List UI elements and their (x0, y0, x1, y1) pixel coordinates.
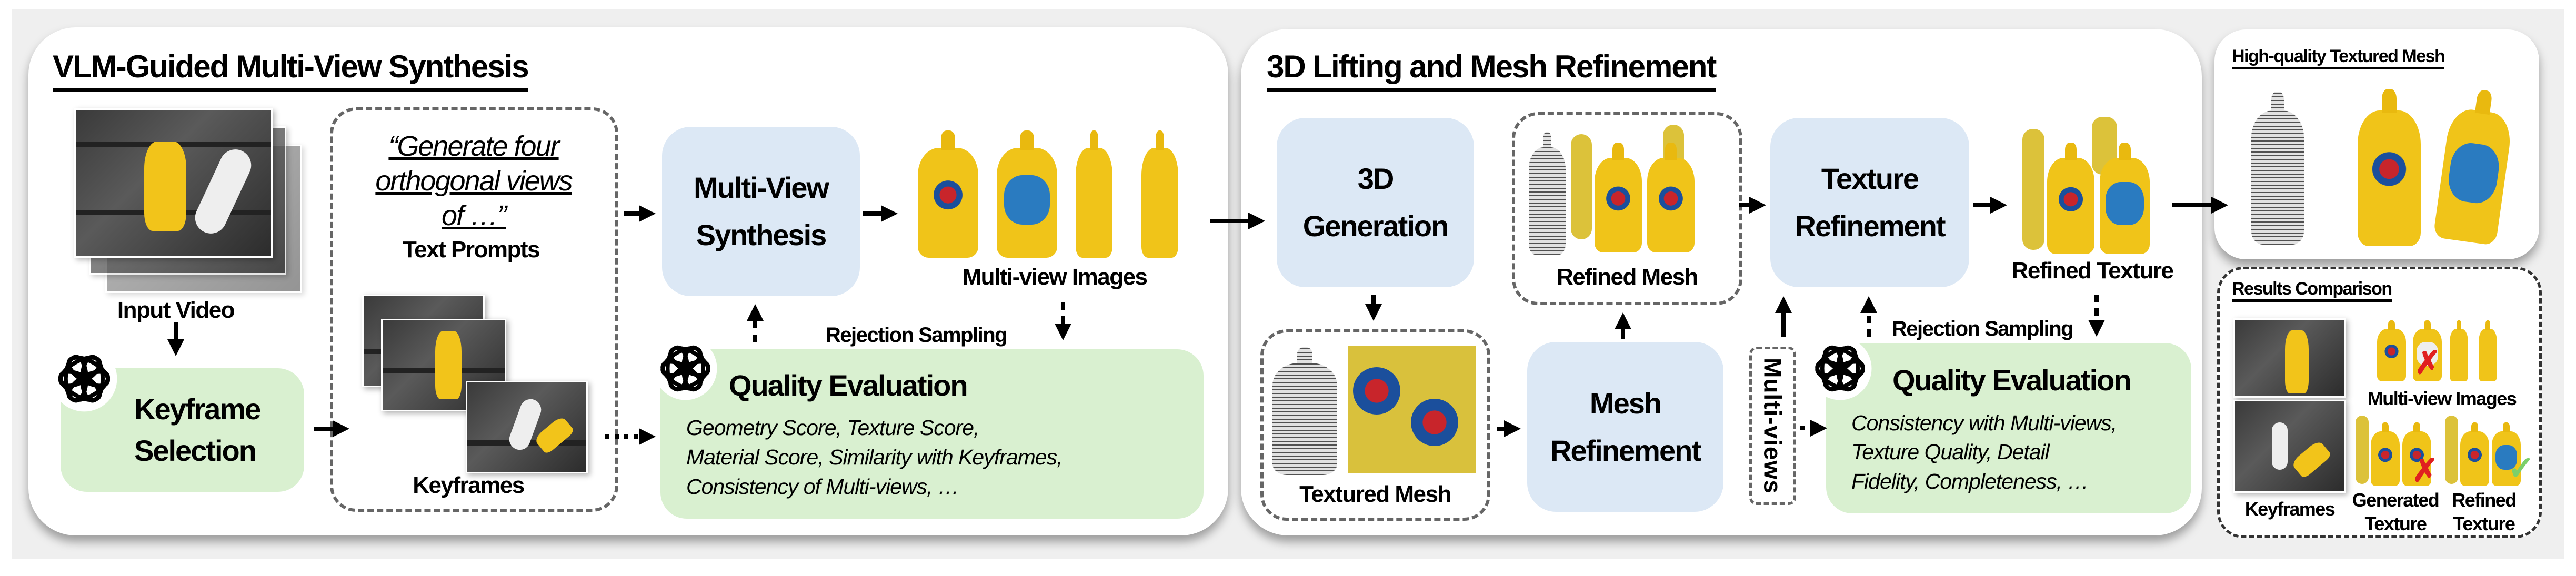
results-multiview-label: Multi-view Images (2367, 388, 2517, 409)
keyframe-selection-line2: Selection (134, 433, 257, 467)
texture-refinement-line1: Texture (1821, 162, 1919, 196)
generated-texture-label: Generated Texture (2352, 488, 2440, 535)
mesh-refinement-box: Mesh Refinement (1527, 342, 1723, 512)
refined-mesh-texture (1647, 143, 1695, 252)
refined-texture-image (2460, 422, 2489, 486)
panel-title: VLM-Guided Multi-View Synthesis (53, 48, 529, 92)
multi-views-input: Multi-views (1749, 347, 1796, 505)
generated-texture-line1: Generated (2352, 489, 2440, 511)
refined-texture-image (2022, 129, 2044, 250)
quality-evaluation-title: Quality Evaluation (1892, 363, 2132, 397)
quality-criteria-line: Consistency with Multi-views, (1851, 411, 2117, 435)
refined-mesh-wireframe (1529, 132, 1566, 255)
coarse-mesh (1272, 347, 1337, 475)
check-mark-icon: ✓ (2508, 450, 2535, 487)
multi-view-images-label: Multi-view Images (962, 264, 1148, 290)
generated-texture-image (2371, 422, 2400, 486)
multi-view-synthesis-box: Multi-View Synthesis (662, 127, 860, 296)
panel-title: 3D Lifting and Mesh Refinement (1267, 48, 1717, 92)
final-textured-mesh-front (2358, 88, 2421, 246)
prompt-line: of …” (441, 200, 507, 231)
results-multiview-bottle (2479, 320, 2497, 381)
refined-texture-line2: Texture (2453, 513, 2515, 534)
prompt-line: orthogonal views (375, 165, 573, 197)
generated-texture-line2: Texture (2364, 513, 2427, 534)
bottle-back-view (997, 130, 1057, 258)
textured-mesh-label: Textured Mesh (1299, 481, 1451, 507)
generated-texture-image (2402, 422, 2431, 486)
refined-texture-line1: Refined (2452, 489, 2517, 511)
3d-generation-box: 3D Generation (1277, 118, 1474, 287)
input-video-label: Input Video (117, 297, 235, 323)
texture-refinement-box: Texture Refinement (1770, 118, 1969, 287)
bottle-side-view (1141, 130, 1178, 258)
rejection-sampling-label: Rejection Sampling (1891, 317, 2074, 340)
results-multiview-bottle (2450, 320, 2468, 381)
mesh-refinement-line2: Refinement (1550, 433, 1701, 467)
refined-mesh-label: Refined Mesh (1556, 264, 1699, 290)
quality-evaluation-title: Quality Evaluation (729, 369, 968, 402)
texture-refinement-line2: Refinement (1795, 209, 1946, 242)
prompts-keyframes-group (330, 107, 618, 512)
panel-title: High-quality Textured Mesh (2232, 46, 2445, 69)
bottle-front-view (918, 130, 978, 258)
results-keyframe-image (2233, 400, 2346, 493)
cross-mark-icon: ✗ (2412, 453, 2439, 488)
openai-logo-icon (1808, 337, 1872, 400)
refined-mesh-texture (1571, 134, 1592, 239)
input-video-frame (74, 108, 273, 258)
refined-texture-label: Refined Texture (2452, 488, 2517, 535)
3d-generation-line2: Generation (1302, 209, 1449, 242)
multi-view-synthesis-line2: Synthesis (696, 218, 827, 251)
quality-criteria-line: Fidelity, Completeness, … (1851, 469, 2089, 493)
refined-mesh-group (1512, 112, 1742, 305)
refined-texture-image (2445, 416, 2458, 484)
final-mesh-wireframe (2251, 92, 2304, 245)
refined-texture-image (2047, 142, 2094, 254)
keyframe-image (466, 381, 588, 473)
results-multiview-bottle (2413, 320, 2442, 381)
quality-criteria-line: Geometry Score, Texture Score, (686, 416, 979, 440)
quality-criteria-line: Texture Quality, Detail (1851, 440, 2050, 464)
3d-generation-line1: 3D (1357, 162, 1395, 196)
refined-texture-image (2492, 422, 2521, 486)
cross-mark-icon: ✗ (2414, 345, 2441, 380)
results-multiview-bottle (2377, 320, 2406, 381)
textured-mesh-group (1260, 329, 1490, 521)
text-prompt-quote: “Generate four orthogonal views of …” (375, 129, 573, 233)
openai-logo-icon (51, 346, 117, 412)
quality-evaluation-box (660, 349, 1204, 519)
refined-texture-image (2100, 142, 2150, 254)
openai-logo-icon (654, 337, 717, 400)
quality-criteria-line: Consistency of Multi-views, … (686, 474, 959, 499)
keyframe-selection-line1: Keyframe (134, 392, 261, 426)
results-keyframes-label: Keyframes (2244, 498, 2336, 520)
mesh-refinement-line1: Mesh (1589, 386, 1662, 420)
refined-texture-label: Refined Texture (2011, 258, 2174, 284)
quality-evaluation-box (1826, 343, 2191, 513)
bottle-side-view (1076, 130, 1112, 258)
text-prompts-label: Text Prompts (403, 237, 540, 262)
generated-texture-image (2356, 416, 2369, 484)
multi-view-synthesis-line1: Multi-View (694, 171, 829, 205)
rejection-sampling-label: Rejection Sampling (825, 324, 1008, 347)
multi-view-images (918, 127, 1188, 258)
refined-mesh-texture (1595, 143, 1642, 252)
results-keyframe-image (2233, 318, 2346, 398)
prompt-line: “Generate four (388, 130, 559, 162)
results-comparison-title: Results Comparison (2232, 279, 2392, 302)
texture-map (1348, 346, 1476, 473)
quality-criteria-line: Material Score, Similarity with Keyframe… (686, 445, 1063, 469)
keyframes-label: Keyframes (413, 472, 525, 498)
multi-views-label: Multi-views (1759, 358, 1787, 494)
